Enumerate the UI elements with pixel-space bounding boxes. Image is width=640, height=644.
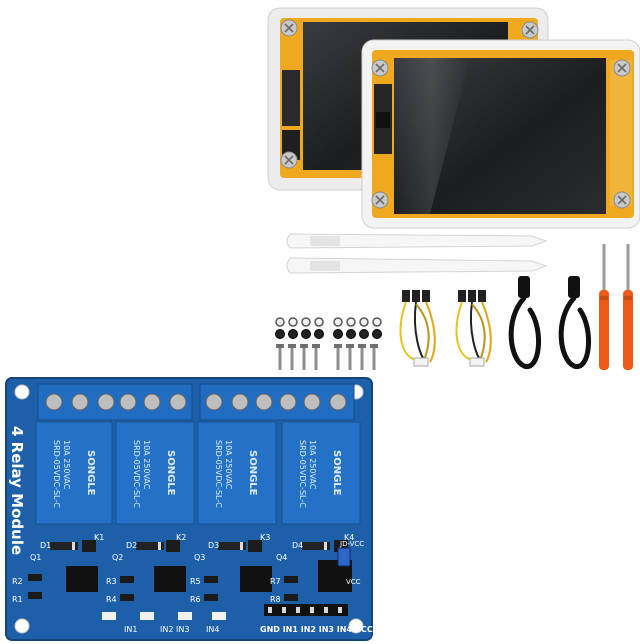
svg-text:D2: D2 xyxy=(126,541,137,550)
diodes xyxy=(50,542,330,550)
screwdrivers xyxy=(599,244,633,370)
relay-k2: 10A 250VAC SRD-05VDC-SL-C SONGLE xyxy=(115,421,195,525)
relay-id: K1 xyxy=(94,533,104,542)
stylus-pens xyxy=(286,233,548,274)
svg-text:Q1: Q1 xyxy=(30,553,41,562)
relay-ratings: 10A 250VAC xyxy=(224,440,233,490)
vcc-label: VCC xyxy=(346,578,361,586)
relay-k1: 10A 250VAC SRD-05VDC-SL-C SONGLE xyxy=(35,421,113,525)
relay-brand: SONGLE xyxy=(85,450,96,496)
relay-brand: SONGLE xyxy=(331,450,342,496)
pin-header xyxy=(264,604,348,616)
board-label: 4 Relay Module xyxy=(8,426,26,555)
svg-text:R6: R6 xyxy=(190,595,201,604)
svg-text:R5: R5 xyxy=(190,577,201,586)
relay-brand: SONGLE xyxy=(247,450,258,496)
relay-model: SRD-05VDC-SL-C xyxy=(298,440,307,508)
svg-text:R3: R3 xyxy=(106,577,117,586)
pin-header-label: GND IN1 IN2 IN3 IN4 VCC xyxy=(260,625,373,634)
relay-k3: 10A 250VAC SRD-05VDC-SL-C SONGLE xyxy=(197,421,277,525)
relay-id: K4 xyxy=(344,533,354,542)
relay-model: SRD-05VDC-SL-C xyxy=(52,440,61,508)
svg-text:R8: R8 xyxy=(270,595,281,604)
screw-terminals xyxy=(37,383,355,421)
relay-ratings: 10A 250VAC xyxy=(62,440,71,490)
relay-id: K3 xyxy=(260,533,270,542)
svg-text:R4: R4 xyxy=(106,595,117,604)
jd-vcc-jumper xyxy=(337,547,351,567)
mounting-hardware xyxy=(275,317,382,370)
svg-text:D3: D3 xyxy=(208,541,219,550)
svg-text:D4: D4 xyxy=(292,541,303,550)
display-module-front xyxy=(361,39,640,229)
resistors xyxy=(28,574,298,601)
svg-text:IN1: IN1 xyxy=(124,625,137,634)
relay-module-board: 10A 250VAC SRD-05VDC-SL-C SONGLE 10A 250… xyxy=(5,377,373,641)
svg-text:D1: D1 xyxy=(40,541,51,550)
relay-ratings: 10A 250VAC xyxy=(308,440,317,490)
jumper-label: JD-VCC xyxy=(339,540,364,548)
relay-model: SRD-05VDC-SL-C xyxy=(132,440,141,508)
relay-id: K2 xyxy=(176,533,186,542)
svg-text:Q4: Q4 xyxy=(276,553,287,562)
usb-cables xyxy=(508,276,592,369)
relay-model: SRD-05VDC-SL-C xyxy=(214,440,223,508)
svg-text:R1: R1 xyxy=(12,595,23,604)
relay-brand: SONGLE xyxy=(165,450,176,496)
svg-text:R2: R2 xyxy=(12,577,23,586)
svg-text:IN3: IN3 xyxy=(176,625,189,634)
optocouplers xyxy=(66,560,352,592)
relay-k4: 10A 250VAC SRD-05VDC-SL-C SONGLE xyxy=(281,421,361,525)
relay-ratings: 10A 250VAC xyxy=(142,440,151,490)
svg-text:IN4: IN4 xyxy=(206,625,219,634)
svg-text:Q3: Q3 xyxy=(194,553,205,562)
jumper-cables xyxy=(399,290,492,367)
svg-text:IN2: IN2 xyxy=(160,625,173,634)
status-leds xyxy=(102,612,226,620)
svg-text:Q2: Q2 xyxy=(112,553,123,562)
svg-text:R7: R7 xyxy=(270,577,281,586)
